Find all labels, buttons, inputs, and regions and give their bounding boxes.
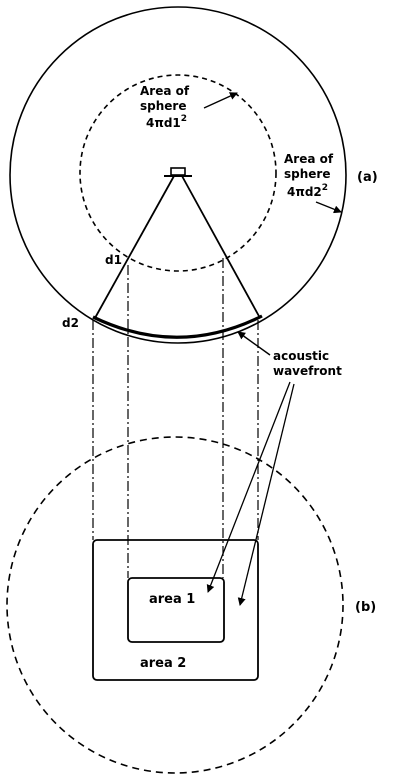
area-2-rectangle	[92, 539, 259, 681]
d2-label: d2	[62, 316, 79, 330]
inner-area-label-line1: Area of	[140, 84, 190, 98]
wavefront-label-line2: wavefront	[273, 364, 342, 378]
wavefront-arrow-area2	[237, 383, 295, 606]
inner-area-formula: 4πd12	[146, 114, 187, 130]
inner-area-arrow	[203, 92, 238, 109]
projection-lines	[92, 258, 259, 578]
area-1-rectangle	[127, 577, 225, 643]
cone-left-line	[94, 175, 175, 319]
outer-area-label-line2: sphere	[284, 167, 330, 181]
d1-label: d1	[105, 253, 122, 267]
area-2-label: area 2	[140, 656, 186, 671]
loudspeaker-icon	[164, 167, 192, 177]
outer-area-arrow	[315, 201, 342, 214]
outer-sphere-circle	[9, 6, 347, 344]
inner-area-label-line2: sphere	[140, 99, 186, 113]
inner-sphere-circle	[79, 74, 277, 272]
panel-label-b: (b)	[355, 600, 376, 615]
cone-right-line	[181, 175, 261, 319]
outer-area-label-line1: Area of	[284, 152, 334, 166]
outer-area-formula: 4πd22	[287, 183, 328, 199]
projected-sphere-circle	[6, 436, 344, 774]
wavefront-label-line1: acoustic	[273, 349, 329, 363]
wavefront-arrow-a	[237, 331, 271, 356]
wavefront-arrow-area1	[206, 381, 291, 593]
panel-label-a: (a)	[357, 170, 378, 185]
acoustic-wavefront-arc	[92, 314, 263, 339]
area-1-label: area 1	[149, 592, 195, 607]
